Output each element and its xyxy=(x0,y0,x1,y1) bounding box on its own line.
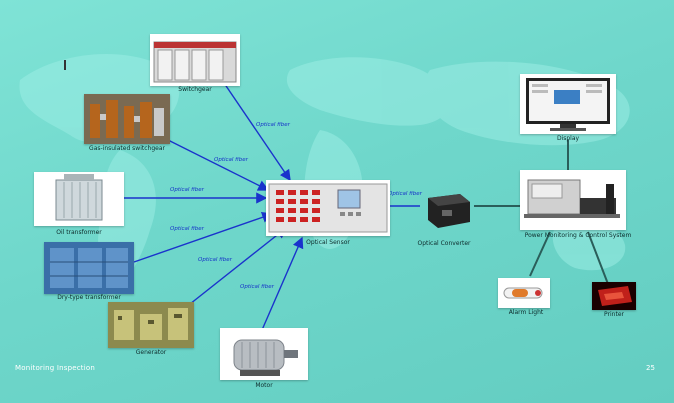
page-number: 25 xyxy=(646,364,655,372)
alarm-light-label: Alarm Light xyxy=(508,309,544,316)
motor-label: Motor xyxy=(255,382,273,389)
fiber-optic-controller-icon xyxy=(266,180,390,236)
motor-icon xyxy=(220,328,308,380)
switchgear-cabinet-icon xyxy=(150,34,240,86)
link-line-switchgear xyxy=(221,79,291,182)
gis-equipment-icon xyxy=(84,94,170,144)
optical-converter-icon xyxy=(420,188,474,232)
dry-transformer-label: Dry-type transformer xyxy=(57,294,121,301)
link-line-gis xyxy=(167,139,270,191)
link-label-gis: Optical fiber xyxy=(214,157,248,163)
link-label-switchgear: Optical fiber xyxy=(256,122,290,128)
oil-transformer-icon xyxy=(34,172,124,226)
oil-transformer-label: Oil transformer xyxy=(56,229,102,236)
link-line-generator xyxy=(189,227,288,305)
server-rack-icon xyxy=(520,170,626,230)
connector-server-printer xyxy=(587,231,609,285)
converter-label: Optical Converter xyxy=(417,240,471,247)
small-marker xyxy=(64,60,66,70)
connector-server-alarm xyxy=(529,231,551,277)
dry-transformer-icon xyxy=(44,242,134,294)
alarm-light-icon xyxy=(498,278,550,308)
gis-label: Gas-insulated switchgear xyxy=(89,145,165,152)
generator-label: Generator xyxy=(135,349,167,356)
switchgear-label: Switchgear xyxy=(178,86,212,93)
link-label-oil-transformer: Optical fiber xyxy=(170,187,204,193)
link-label-dry-transformer: Optical fiber xyxy=(170,226,204,232)
link-label-generator: Optical fiber xyxy=(198,257,232,263)
link-line-dry-transformer xyxy=(133,211,274,263)
monitor-icon xyxy=(520,74,616,134)
footer-text: Monitoring Inspection xyxy=(15,364,96,372)
server-label: Power Monitoring & Control System xyxy=(524,232,632,239)
controller-label: Optical Sensor xyxy=(306,239,350,246)
link-label-motor: Optical fiber xyxy=(240,284,274,290)
printer-icon xyxy=(592,282,636,310)
generator-icon xyxy=(108,302,194,348)
link-line-motor xyxy=(261,236,304,331)
link-label-converter: Optical fiber xyxy=(388,191,422,197)
printer-label: Printer xyxy=(604,311,624,318)
monitor-label: Display xyxy=(556,135,580,142)
